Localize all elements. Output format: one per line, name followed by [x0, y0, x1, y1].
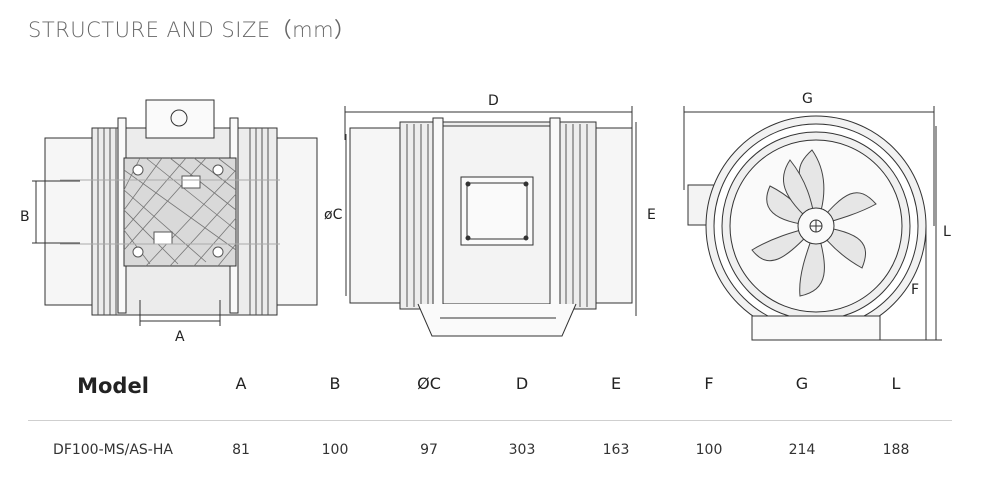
cell-g: 214	[788, 442, 816, 458]
dim-label-l: L	[943, 224, 951, 240]
front-view-drawing	[683, 106, 942, 341]
header-c: ØC	[417, 374, 441, 393]
header-d: D	[515, 374, 529, 393]
dim-label-c: øC	[324, 207, 343, 223]
header-a: A	[235, 374, 247, 393]
page-title: STRUCTURE AND SIZE（mm）	[28, 18, 356, 42]
header-g: G	[795, 374, 809, 393]
cell-l: 188	[882, 442, 910, 458]
dim-label-f: F	[911, 282, 919, 298]
cell-a: 81	[232, 442, 250, 458]
header-b: B	[329, 374, 341, 393]
dim-label-b: B	[20, 209, 30, 225]
side-view-drawing	[344, 106, 637, 337]
header-model: Model	[77, 374, 149, 398]
header-e: E	[610, 374, 622, 393]
dim-label-d: D	[488, 93, 499, 109]
header-f: F	[704, 374, 714, 393]
top-view-drawing	[32, 99, 318, 326]
table-header: Model A B ØC D E F G L	[0, 374, 988, 404]
cell-f: 100	[695, 442, 723, 458]
technical-drawing: B A D øC E G L F	[20, 91, 951, 345]
dim-label-e: E	[647, 207, 656, 223]
cell-d: 303	[508, 442, 536, 458]
dim-label-a: A	[175, 329, 185, 345]
cell-model: DF100-MS/AS-HA	[53, 442, 173, 458]
cell-b: 100	[321, 442, 349, 458]
cell-e: 163	[602, 442, 630, 458]
cell-c: 97	[420, 442, 438, 458]
dim-label-g: G	[802, 91, 813, 107]
table-row: DF100-MS/AS-HA 81 100 97 303 163 100 214…	[0, 442, 988, 472]
table-divider	[28, 420, 952, 421]
header-l: L	[891, 374, 901, 393]
